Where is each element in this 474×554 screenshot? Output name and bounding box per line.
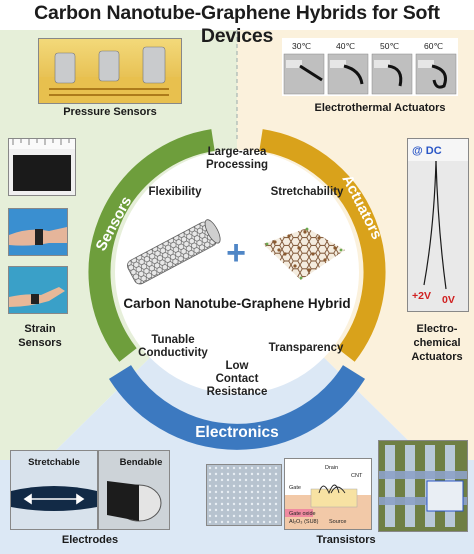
schematic-source-label: Source bbox=[329, 519, 346, 525]
temp-label-60: 60℃ bbox=[424, 41, 443, 51]
pressure-sensors-photo bbox=[38, 38, 182, 104]
schematic-drain-label: Drain bbox=[325, 465, 338, 471]
schematic-gate-label: Gate bbox=[289, 485, 301, 491]
strain-sensors-label-line1: Strain bbox=[24, 323, 56, 335]
keyword-tunable-line2: Conductivity bbox=[138, 347, 208, 359]
keyword-large-area-line1: Large-area bbox=[207, 146, 267, 158]
stretchable-electrode-photo: Stretchable bbox=[10, 450, 98, 530]
strain-sensor-hand-photo bbox=[8, 266, 68, 314]
keyword-transparency: Transparency bbox=[268, 342, 344, 354]
keyword-large-area-line2: Processing bbox=[206, 159, 268, 171]
sensors-arc bbox=[88, 129, 215, 362]
transistor-film-photo bbox=[206, 464, 282, 526]
dc-label: @ DC bbox=[412, 145, 442, 157]
strain-sensors-label: Strain Sensors bbox=[10, 322, 70, 350]
keyword-flexibility: Flexibility bbox=[148, 186, 202, 198]
stretchable-label: Stretchable bbox=[28, 457, 80, 468]
strain-sensors-label-line2: Sensors bbox=[18, 337, 62, 349]
bendable-label: Bendable bbox=[120, 457, 163, 468]
keyword-low-line2: Contact bbox=[215, 373, 259, 385]
electrothermal-actuators-label: Electrothermal Actuators bbox=[314, 102, 446, 114]
center-disk bbox=[115, 150, 359, 394]
transistor-schematic: Drain CNT Gate Gate oxide Al₂O₃ (SU8) So… bbox=[284, 458, 372, 530]
hybrid-label: Carbon Nanotube-Graphene Hybrid bbox=[123, 296, 351, 311]
schematic-gate-oxide-label: Gate oxide bbox=[289, 511, 316, 517]
temp-label-40: 40℃ bbox=[336, 41, 355, 51]
schematic-oxide-label: Al₂O₃ (SU8) bbox=[289, 519, 319, 525]
electrochemical-line3: Actuators bbox=[411, 351, 463, 363]
keyword-low-line3: Resistance bbox=[206, 386, 268, 398]
graphene-sheet-illustration bbox=[263, 227, 345, 280]
plus-2v-label: +2V bbox=[412, 290, 431, 302]
electrochemical-actuators-label: Electro- chemical Actuators bbox=[404, 322, 470, 364]
actuators-arc bbox=[259, 129, 386, 362]
keyword-low-contact-resistance: Low Contact Resistance bbox=[200, 360, 274, 399]
keyword-tunable-line1: Tunable bbox=[151, 334, 195, 346]
transistor-array-photo bbox=[378, 440, 468, 532]
transistors-label: Transistors bbox=[316, 534, 376, 546]
electrodes-label: Electrodes bbox=[61, 534, 119, 546]
electrochemical-line2: chemical bbox=[413, 337, 461, 349]
zero-v-label: 0V bbox=[442, 294, 455, 306]
carbon-nanotube-illustration bbox=[126, 219, 221, 285]
strain-sensor-wrist-photo bbox=[8, 208, 68, 256]
page-title: Carbon Nanotube-Graphene Hybrids for Sof… bbox=[34, 2, 440, 47]
keyword-large-area: Large-area Processing bbox=[192, 146, 282, 172]
temp-label-50: 50℃ bbox=[380, 41, 399, 51]
pressure-sensors-label: Pressure Sensors bbox=[63, 106, 157, 118]
keyword-tunable-conductivity: Tunable Conductivity bbox=[128, 334, 218, 360]
schematic-cnt-label: CNT bbox=[351, 473, 363, 479]
keyword-low-line1: Low bbox=[225, 360, 249, 372]
temp-label-30: 30℃ bbox=[292, 41, 311, 51]
electrochemical-line1: Electro- bbox=[416, 323, 458, 335]
electrothermal-actuator-photos: 30℃ 40℃ 50℃ 60℃ bbox=[282, 38, 458, 96]
bendable-electrode-photo: Bendable bbox=[98, 450, 170, 530]
strain-sensor-ruler-photo bbox=[8, 138, 76, 196]
electrochemical-actuator-photo: @ DC +2V 0V bbox=[407, 138, 469, 312]
electronics-arc bbox=[108, 364, 366, 450]
electronics-ring-label: Electronics bbox=[195, 424, 279, 441]
plus-sign: + bbox=[226, 234, 246, 272]
keyword-stretchability: Stretchability bbox=[270, 186, 344, 198]
